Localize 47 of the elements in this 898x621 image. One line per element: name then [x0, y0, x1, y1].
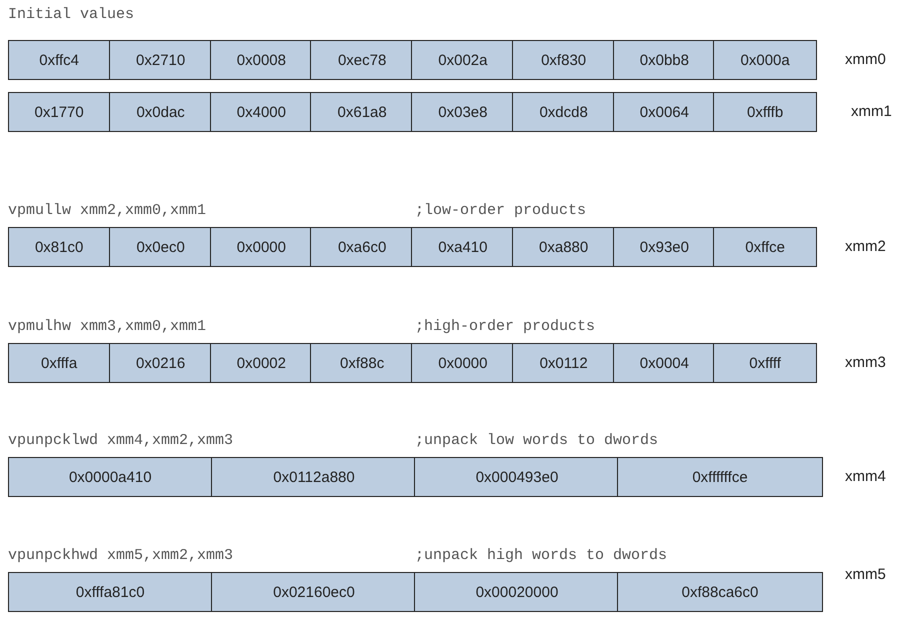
register-cell: 0x0ec0 — [108, 227, 212, 267]
register-cell: 0xffce — [713, 227, 817, 267]
register-cell: 0x81c0 — [8, 227, 110, 267]
instruction-text: vpunpckhwd xmm5,xmm2,xmm3 — [8, 547, 234, 564]
register-cell: 0x002a — [411, 40, 515, 80]
register-cell: 0xdcd8 — [512, 92, 616, 132]
register-cell: 0xf830 — [512, 40, 616, 80]
register-cell: 0x1770 — [8, 92, 110, 132]
register-cell: 0x02160ec0 — [211, 572, 417, 612]
instruction-text: vpmulhw xmm3,xmm0,xmm1 — [8, 318, 206, 335]
register-cell: 0x0dac — [108, 92, 212, 132]
register-cell: 0x03e8 — [411, 92, 515, 132]
register-cell: 0xffffffce — [617, 457, 823, 497]
register-cell: 0xa410 — [411, 227, 515, 267]
register-name: xmm2 — [845, 238, 886, 255]
instruction-text: ;unpack low words to dwords — [415, 432, 658, 449]
register-cell: 0xfffa — [8, 343, 110, 383]
instruction-text: ;high-order products — [415, 318, 596, 335]
register-cell: 0x00020000 — [414, 572, 620, 612]
register-cell: 0xec78 — [310, 40, 414, 80]
register-cell: 0x61a8 — [310, 92, 414, 132]
register-cell: 0x0216 — [108, 343, 212, 383]
register-cell: 0x000a — [713, 40, 817, 80]
register-cell: 0x0112a880 — [211, 457, 417, 497]
instruction-text: ;low-order products — [415, 202, 586, 219]
register-cell: 0xa6c0 — [310, 227, 414, 267]
register-cell: 0xffff — [713, 343, 817, 383]
register-cell: 0xa880 — [512, 227, 616, 267]
register-cell: 0x000493e0 — [414, 457, 620, 497]
register-cell: 0xf88ca6c0 — [617, 572, 823, 612]
register-cell: 0x2710 — [108, 40, 212, 80]
register-name: xmm4 — [845, 468, 886, 485]
register-cell: 0xfffa81c0 — [8, 572, 212, 612]
instruction-text: ;unpack high words to dwords — [415, 547, 668, 564]
register-cell: 0x0112 — [512, 343, 616, 383]
register-name: xmm5 — [845, 566, 886, 583]
register-cell: 0x0000 — [411, 343, 515, 383]
register-cell: 0xfffb — [713, 92, 817, 132]
register-name: xmm0 — [845, 51, 886, 68]
instruction-text: vpmullw xmm2,xmm0,xmm1 — [8, 202, 206, 219]
register-name: xmm3 — [845, 354, 886, 371]
register-name: xmm1 — [851, 103, 892, 120]
instruction-text: Initial values — [8, 6, 134, 23]
register-cell: 0xf88c — [310, 343, 414, 383]
register-cell: 0x0000a410 — [8, 457, 212, 497]
instruction-text: vpunpcklwd xmm4,xmm2,xmm3 — [8, 432, 234, 449]
register-cell: 0xffc4 — [8, 40, 110, 80]
